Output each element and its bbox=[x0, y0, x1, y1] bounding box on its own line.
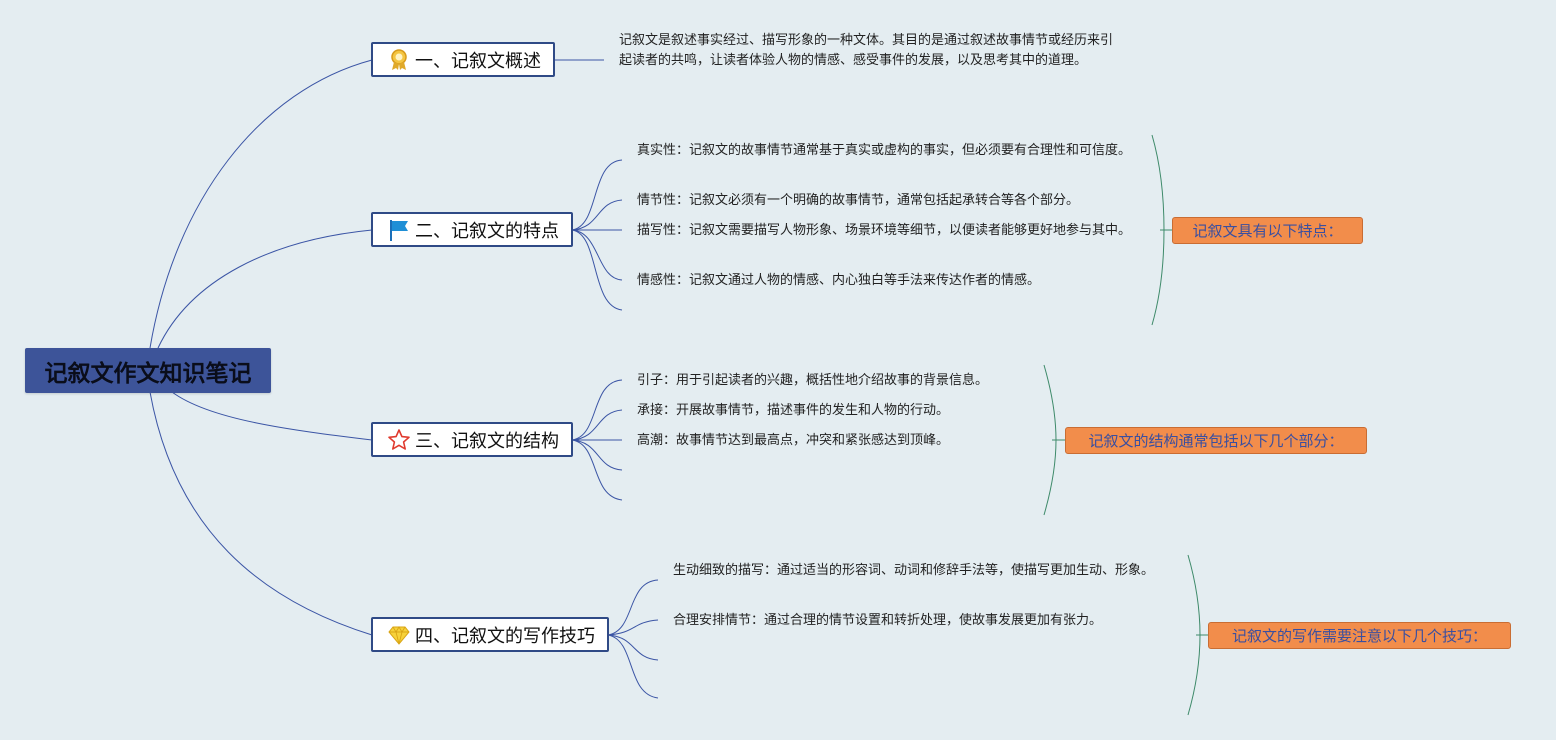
structure-item[interactable]: 承接：开展故事情节，描述事件的发生和人物的行动。 bbox=[637, 403, 950, 418]
connector-structure-4 bbox=[571, 439, 623, 471]
connector-feature-5 bbox=[571, 229, 623, 311]
topic-overview[interactable]: 一、记叙文概述 bbox=[371, 42, 555, 77]
summary-structure-label: 记叙文的结构通常包括以下几个部分： bbox=[1088, 432, 1344, 450]
summary-features-label: 记叙文具有以下特点： bbox=[1192, 222, 1343, 240]
connector-feature-2 bbox=[571, 199, 623, 231]
summary-features[interactable]: 记叙文具有以下特点： bbox=[1172, 217, 1363, 244]
gem-icon bbox=[387, 623, 411, 647]
connector-root-topic2 bbox=[157, 229, 373, 349]
connector-structure-2 bbox=[571, 409, 623, 441]
structure-item[interactable]: 高潮：故事情节达到最高点，冲突和紧张感达到顶峰。 bbox=[637, 433, 950, 448]
overview-text[interactable]: 记叙文是叙述事实经过、描写形象的一种文体。其目的是通过叙述故事情节或经历来引起读… bbox=[619, 33, 1114, 68]
connector-technique-3 bbox=[607, 634, 659, 661]
topic-techniques[interactable]: 四、记叙文的写作技巧 bbox=[371, 617, 609, 652]
connector-root-topic4 bbox=[149, 391, 373, 636]
connector-feature-4 bbox=[571, 229, 623, 281]
root-title: 记叙文作文知识笔记 bbox=[44, 360, 252, 387]
topic-features-label: 二、记叙文的特点 bbox=[415, 220, 559, 242]
feature-item[interactable]: 情感性：记叙文通过人物的情感、内心独白等手法来传达作者的情感。 bbox=[637, 273, 1041, 288]
connector-structure-1 bbox=[571, 379, 623, 441]
topic-features[interactable]: 二、记叙文的特点 bbox=[371, 212, 573, 247]
technique-item[interactable]: 合理安排情节：通过合理的情节设置和转折处理，使故事发展更加有张力。 bbox=[673, 613, 1103, 628]
summary-techniques[interactable]: 记叙文的写作需要注意以下几个技巧： bbox=[1208, 622, 1511, 649]
connector-structure-5 bbox=[571, 439, 623, 501]
connector-technique-4 bbox=[607, 634, 659, 699]
connector-technique-1 bbox=[607, 579, 659, 636]
technique-item[interactable]: 生动细致的描写：通过适当的形容词、动词和修辞手法等，使描写更加生动、形象。 bbox=[673, 563, 1155, 578]
topic-overview-label: 一、记叙文概述 bbox=[415, 50, 541, 72]
topic-structure[interactable]: 三、记叙文的结构 bbox=[371, 422, 573, 457]
topic-structure-label: 三、记叙文的结构 bbox=[415, 430, 559, 452]
connector-root-topic3 bbox=[171, 391, 373, 441]
feature-item[interactable]: 描写性：记叙文需要描写人物形象、场景环境等细节，以便读者能够更好地参与其中。 bbox=[637, 223, 1132, 238]
structure-item[interactable]: 引子：用于引起读者的兴趣，概括性地介绍故事的背景信息。 bbox=[637, 373, 989, 388]
summary-techniques-label: 记叙文的写作需要注意以下几个技巧： bbox=[1231, 627, 1487, 645]
feature-item[interactable]: 情节性：记叙文必须有一个明确的故事情节，通常包括起承转合等各个部分。 bbox=[637, 193, 1080, 208]
blue-flag-icon bbox=[387, 218, 411, 242]
red-star-icon bbox=[387, 428, 411, 452]
connector-feature-1 bbox=[571, 159, 623, 231]
connector-technique-2 bbox=[607, 619, 659, 636]
connector-root-topic1 bbox=[149, 59, 373, 349]
award-ribbon-icon bbox=[387, 48, 411, 72]
root-topic[interactable]: 记叙文作文知识笔记 bbox=[25, 348, 271, 393]
topic-techniques-label: 四、记叙文的写作技巧 bbox=[415, 625, 595, 647]
summary-structure[interactable]: 记叙文的结构通常包括以下几个部分： bbox=[1065, 427, 1367, 454]
feature-item[interactable]: 真实性：记叙文的故事情节通常基于真实或虚构的事实，但必须要有合理性和可信度。 bbox=[637, 143, 1132, 158]
